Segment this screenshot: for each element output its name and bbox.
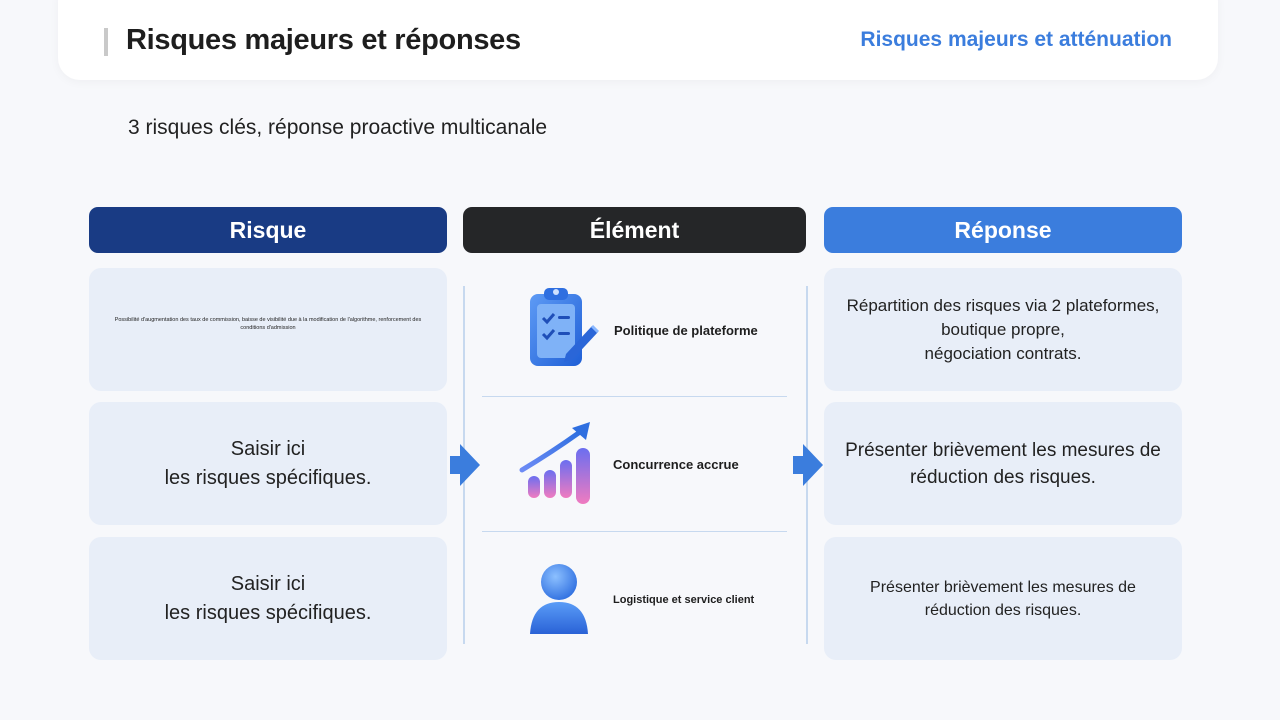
response-text-1: Répartition des risques via 2 plateforme… bbox=[846, 295, 1160, 363]
risk-card-1: Possibilité d'augmentation des taux de c… bbox=[89, 268, 447, 391]
response-card-1: Répartition des risques via 2 plateforme… bbox=[824, 268, 1182, 391]
response-text-3: Présenter brièvement les mesures de rédu… bbox=[870, 578, 1136, 619]
risk-text-3: Saisir ici les risques spécifiques. bbox=[164, 572, 372, 624]
column-header-element: Élément bbox=[463, 207, 806, 253]
column-header-response: Réponse bbox=[824, 207, 1182, 253]
user-icon bbox=[522, 556, 602, 646]
risk-text-1: Possibilité d'augmentation des taux de c… bbox=[114, 317, 422, 331]
header-card bbox=[58, 0, 1218, 80]
column-header-risk: Risque bbox=[89, 207, 447, 253]
response-text-2: Présenter brièvement les mesures de rédu… bbox=[845, 439, 1161, 488]
risk-card-3: Saisir ici les risques spécifiques. bbox=[89, 537, 447, 660]
page-title: Risques majeurs et réponses bbox=[126, 24, 521, 56]
risk-text-2: Saisir ici les risques spécifiques. bbox=[164, 437, 372, 489]
response-card-2: Présenter brièvement les mesures de rédu… bbox=[824, 402, 1182, 525]
arrow-right-icon bbox=[793, 444, 823, 486]
element-label-1: Politique de plateforme bbox=[614, 323, 758, 338]
title-accent-bar bbox=[104, 28, 108, 56]
arrow-right-icon bbox=[450, 444, 480, 486]
element-label-2: Concurrence accrue bbox=[613, 457, 739, 472]
growth-chart-icon bbox=[518, 418, 598, 508]
divider-horizontal-2 bbox=[482, 531, 787, 532]
section-tag: Risques majeurs et atténuation bbox=[860, 28, 1172, 51]
risk-card-2: Saisir ici les risques spécifiques. bbox=[89, 402, 447, 525]
response-card-3: Présenter brièvement les mesures de rédu… bbox=[824, 537, 1182, 660]
clipboard-icon bbox=[522, 284, 602, 374]
element-label-3: Logistique et service client bbox=[613, 594, 755, 606]
divider-horizontal-1 bbox=[482, 396, 787, 397]
subtitle: 3 risques clés, réponse proactive multic… bbox=[128, 116, 548, 139]
